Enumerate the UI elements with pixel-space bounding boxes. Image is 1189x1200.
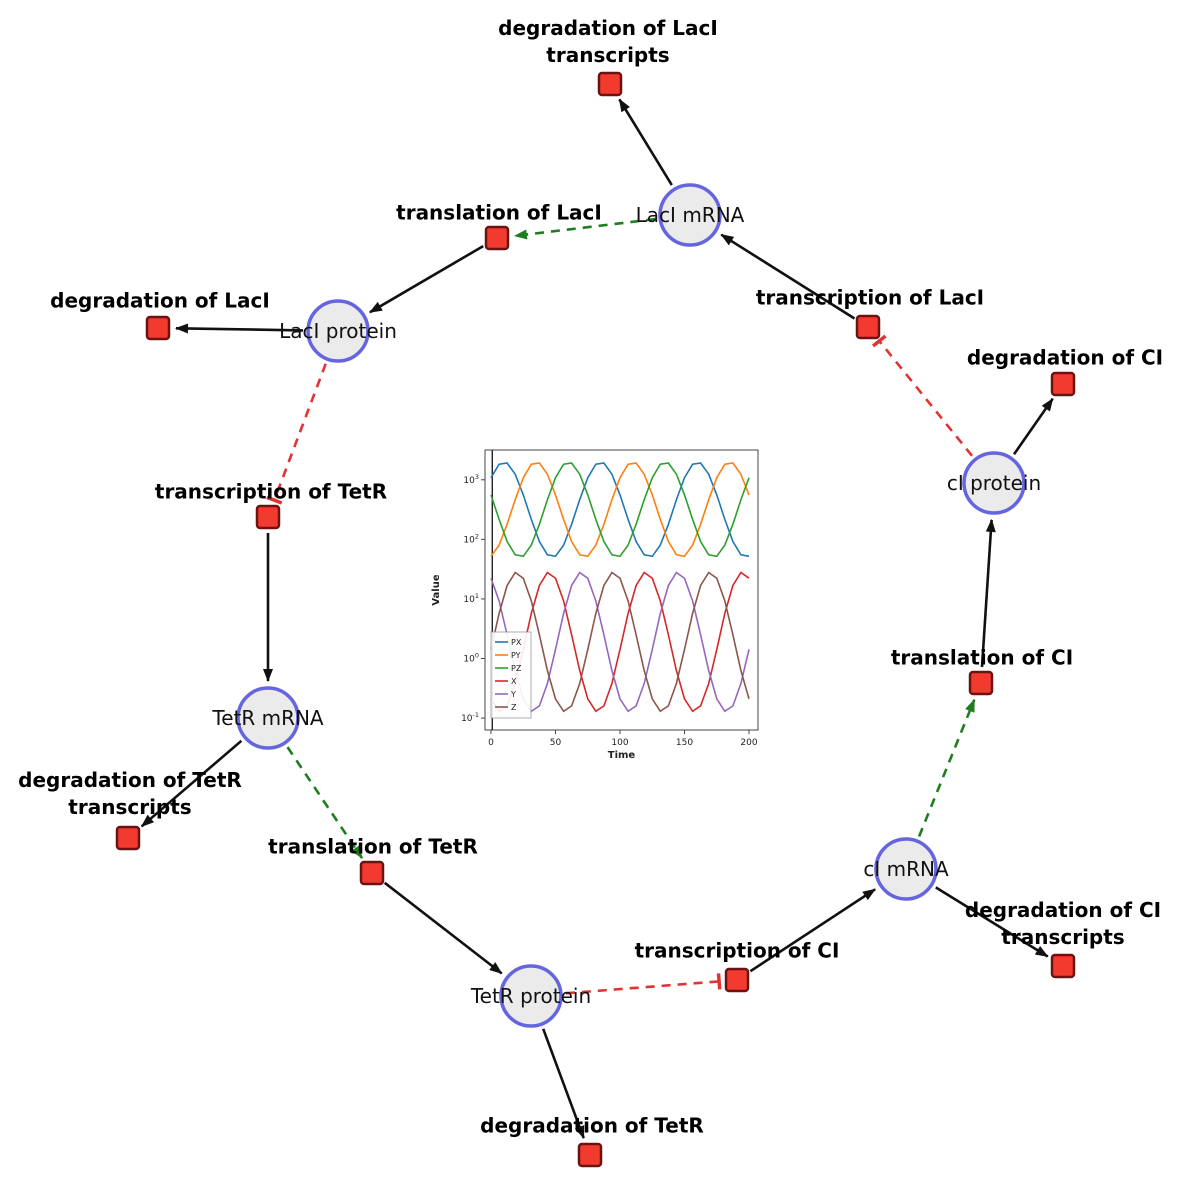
series-X xyxy=(490,571,750,713)
edge-transcription_ci--ci_mrna xyxy=(749,888,876,973)
legend-label-PY: PY xyxy=(511,651,521,660)
x-axis-label: Time xyxy=(608,750,636,761)
x-tick-label: 100 xyxy=(611,738,628,748)
edge-translation_tetr--tetr_protein xyxy=(383,881,503,975)
edge-laci_protein--degradation_laci xyxy=(175,323,304,334)
species-node-ci_protein[interactable] xyxy=(962,451,1026,515)
species-node-laci_mrna[interactable] xyxy=(658,183,722,247)
reaction-node-deg_tetr_tx[interactable] xyxy=(115,825,141,851)
y-tick-label: 100 xyxy=(463,652,479,665)
reaction-node-transcription_ci[interactable] xyxy=(724,967,750,993)
x-tick-label: 150 xyxy=(676,738,693,748)
legend-label-Y: Y xyxy=(510,690,516,699)
reaction-node-degradation_tetr[interactable] xyxy=(577,1142,603,1168)
y-tick-label: 102 xyxy=(463,532,479,545)
y-tick-label: 103 xyxy=(463,473,479,486)
series-Z xyxy=(490,571,750,713)
x-tick-label: 0 xyxy=(488,738,494,748)
legend-label-X: X xyxy=(511,677,517,686)
reaction-node-degradation_ci[interactable] xyxy=(1050,371,1076,397)
x-tick-label: 200 xyxy=(740,738,757,748)
legend-label-Z: Z xyxy=(511,703,517,712)
legend-label-PZ: PZ xyxy=(511,664,522,673)
reaction-node-translation_ci[interactable] xyxy=(968,670,994,696)
series-PZ xyxy=(490,462,750,558)
legend-label-PX: PX xyxy=(511,638,522,647)
edge-ci_mrna--deg_ci_tx xyxy=(935,886,1049,958)
edge-laci_mrna--deg_laci_tx xyxy=(618,98,673,186)
series-PY xyxy=(490,462,750,558)
edge-tetr_mrna--translation_tetr xyxy=(286,746,364,859)
y-tick-label: 10-1 xyxy=(461,711,479,724)
species-node-tetr_mrna[interactable] xyxy=(236,686,300,750)
reaction-node-degradation_laci[interactable] xyxy=(145,315,171,341)
edge-tetr_protein--degradation_tetr xyxy=(541,1028,585,1140)
reaction-node-translation_laci[interactable] xyxy=(484,225,510,251)
reaction-node-transcription_tetr[interactable] xyxy=(255,504,281,530)
edge-ci_protein--degradation_ci xyxy=(1012,397,1054,456)
x-tick-label: 50 xyxy=(550,738,562,748)
species-node-laci_protein[interactable] xyxy=(306,299,370,363)
edge-ci_mrna--translation_ci xyxy=(917,698,976,837)
y-tick-label: 101 xyxy=(463,592,479,605)
series-PX xyxy=(490,462,750,558)
species-node-tetr_protein[interactable] xyxy=(499,964,563,1028)
edge-laci_protein--transcription_tetr xyxy=(266,363,327,505)
y-axis-label: Value xyxy=(431,574,442,605)
edge-transcription_laci--laci_mrna xyxy=(720,233,856,320)
edge-tetr_protein--transcription_ci xyxy=(565,973,722,995)
series-Y xyxy=(490,571,750,713)
reaction-node-deg_ci_tx[interactable] xyxy=(1050,953,1076,979)
reaction-node-deg_laci_tx[interactable] xyxy=(597,71,623,97)
reaction-node-translation_tetr[interactable] xyxy=(359,860,385,886)
legend-box xyxy=(490,631,532,719)
edge-tetr_mrna--deg_tetr_tx xyxy=(140,739,243,828)
edge-translation_ci--ci_protein xyxy=(980,518,996,668)
edge-ci_protein--transcription_laci xyxy=(871,334,974,457)
edge-translation_laci--laci_protein xyxy=(369,244,484,314)
edge-laci_mrna--translation_laci xyxy=(513,217,656,240)
reaction-node-transcription_laci[interactable] xyxy=(855,314,881,340)
species-node-ci_mrna[interactable] xyxy=(874,837,938,901)
